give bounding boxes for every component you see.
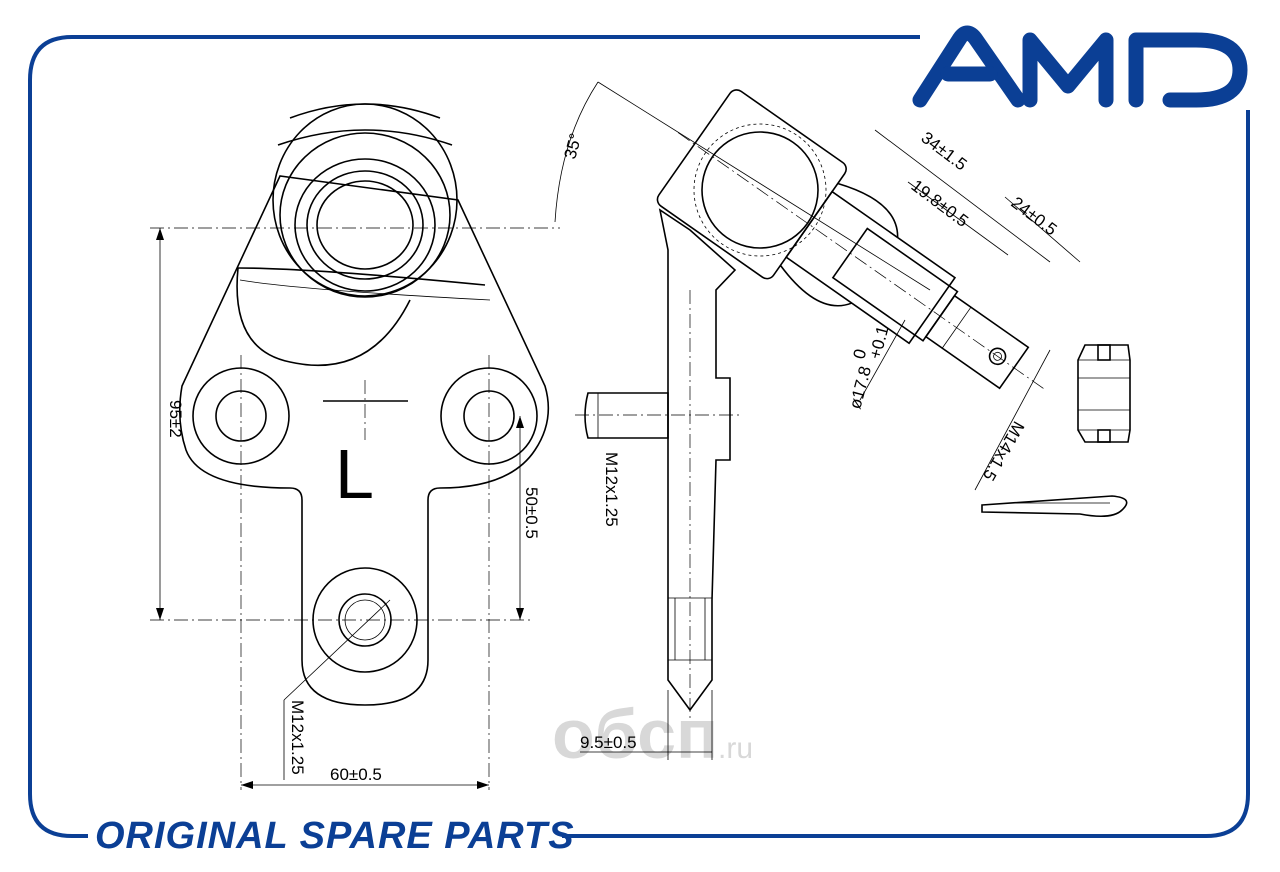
dim-thread-length-text: 24±0.5 [1008,193,1061,239]
front-view: L 95±2 50±0.5 60±0.5 M12x1.25 [150,103,560,790]
dim-side-thread-text: M12x1.25 [602,452,621,527]
dim-height: 95±2 [156,228,185,620]
dim-stud-length-text: 34±1.5 [918,128,971,174]
housing-curve [236,267,411,367]
amd-logo: AMD [912,25,1248,126]
dim-plate-thickness: 9.5±0.5 [580,690,713,760]
dim-taper-tolerance-text: +0.1 [866,324,893,361]
joint-housing [656,89,1047,392]
logo-text: AMD [1079,124,1083,126]
housing-line [237,267,486,286]
cotter-pin [981,495,1128,518]
watermark-suffix: .ru [718,732,753,765]
dim-taper-length-text: 19.8±0.5 [908,176,972,231]
brand-tagline: ORIGINAL SPARE PARTS [95,815,575,857]
side-view: M12x1.25 9.5±0.5 35° [554,81,1081,760]
dim-angle: 35° [554,81,931,291]
dim-vertical-spacing-text: 50±0.5 [522,487,541,539]
side-plate [658,208,737,712]
frame-border [28,35,1250,838]
dim-angle-text: 35° [561,131,586,161]
dim-horizontal-spacing-text: 60±0.5 [330,765,382,784]
amd-logo-glyphs [912,25,1248,108]
dim-horizontal-spacing: 60±0.5 [241,765,489,789]
side-mark: L [335,435,374,513]
dim-plate-thickness-text: 9.5±0.5 [580,733,637,752]
dim-taper-diameter-text: ø17.8 [846,364,876,411]
dim-bottom-thread: M12x1.25 [283,599,391,780]
dim-vertical-spacing: 50±0.5 [516,416,541,620]
dim-thread-length: 24±0.5 [1004,193,1081,263]
side-bolt [584,392,669,439]
dim-height-text: 95±2 [166,400,185,438]
dim-stud-length: 34±1.5 [874,128,1051,263]
plate-outline [178,175,550,706]
dim-stud-thread-text: M14x1.5 [979,418,1028,484]
stud-rings [272,103,458,298]
castle-nut [1077,344,1131,443]
dim-taper-length: 19.8±0.5 [908,176,1009,256]
dim-bottom-thread-text: M12x1.25 [288,700,307,775]
